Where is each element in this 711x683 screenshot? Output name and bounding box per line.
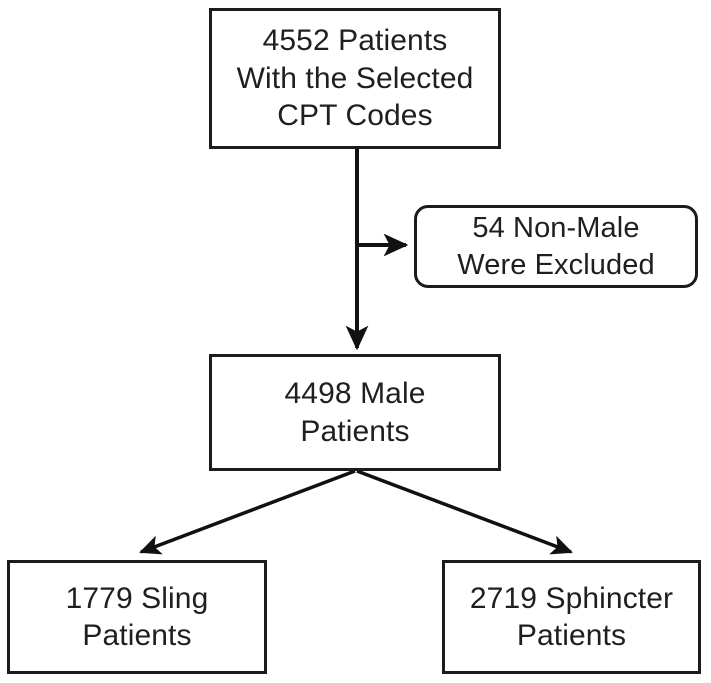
node-male-label: 4498 Male Patients <box>284 377 426 448</box>
node-sphincter-label: 2719 Sphincter Patients <box>469 581 674 653</box>
node-sling-patients: 1779 Sling Patients <box>7 560 267 674</box>
node-excluded-non-male: 54 Non-Male Were Excluded <box>414 205 698 288</box>
node-male-patients: 4498 Male Patients <box>209 354 501 471</box>
node-excluded-label: 54 Non-Male Were Excluded <box>457 212 655 281</box>
edge-male-to-sphincter <box>356 469 573 555</box>
node-sling-label: 1779 Sling Patients <box>65 581 209 653</box>
node-sphincter-patients: 2719 Sphincter Patients <box>442 560 701 674</box>
node-cohort-total-patients: 4552 Patients With the Selected CPT Code… <box>209 8 501 149</box>
node-cohort-label: 4552 Patients With the Selected CPT Code… <box>236 24 474 133</box>
edge-male-to-sling <box>139 469 356 555</box>
